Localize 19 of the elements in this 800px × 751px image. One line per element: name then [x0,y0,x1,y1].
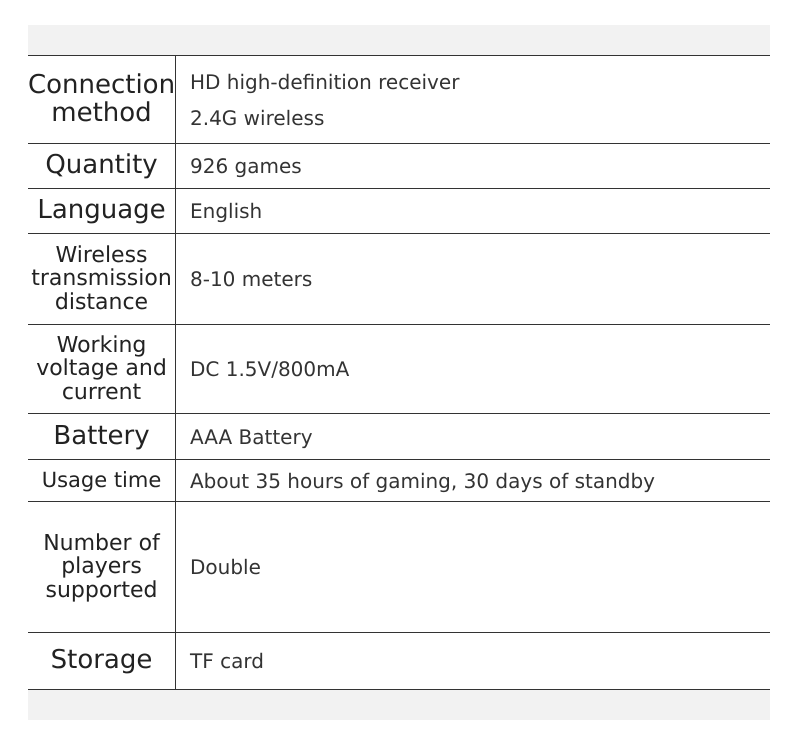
row-header: Number of players supported [42,532,162,602]
value-text: 8-10 meters [190,266,314,293]
value-text: About 35 hours of gaming, 30 days of standby [190,468,656,494]
value-text: TF card [190,648,265,675]
row-header: Storage [50,647,152,675]
row-header: Working voltage and current [35,334,168,404]
row-header: Wireless transmission distance [30,244,173,314]
value-text: 2.4G wireless [190,104,326,132]
value-text: Double [190,554,262,581]
row-header: Connection method [28,72,176,127]
value-text: DC 1.5V/800mA [190,356,350,383]
value-text: HD high-definition receiver [190,68,460,96]
row-header: Usage time [42,469,162,492]
value-text: AAA Battery [190,424,314,450]
row-header: Quantity [45,152,158,180]
value-text: 926 games [190,153,303,180]
row-header: Battery [53,422,150,450]
row-header: Language [37,197,166,225]
value-text: English [190,198,264,225]
